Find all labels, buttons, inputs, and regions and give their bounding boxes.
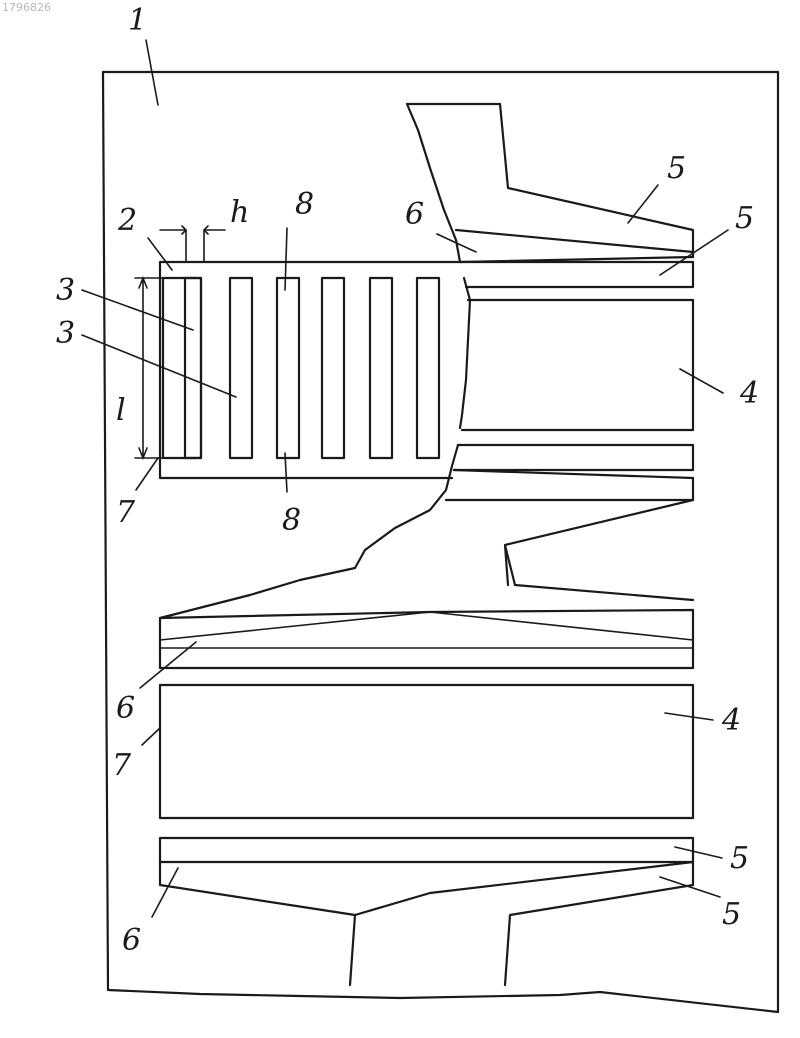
label-6-bottom: 6: [122, 923, 141, 958]
label-3-a: 3: [56, 273, 75, 308]
bar-3: [277, 278, 299, 458]
bar-5: [370, 278, 392, 458]
label-8-bottom: 8: [282, 503, 301, 538]
label-5-d: 5: [722, 897, 741, 932]
tooth-bottom-lower: [160, 862, 693, 985]
bar-1: [163, 278, 201, 458]
label-2: 2: [117, 203, 137, 238]
label-5-a: 5: [667, 151, 686, 186]
label-3-b: 3: [56, 316, 75, 351]
middle-notch: [505, 500, 693, 600]
tooth-bottom: [160, 838, 693, 862]
label-4-bottom: 4: [721, 703, 741, 738]
label-l: l: [116, 393, 126, 428]
label-7-mid: 7: [112, 748, 132, 783]
label-7-top: 7: [116, 495, 136, 530]
label-8-top: 8: [295, 187, 314, 222]
dimension-h: [160, 226, 225, 262]
bar-4: [322, 278, 344, 458]
slot-lower: [160, 685, 693, 818]
tooth-top-lower: [460, 262, 693, 287]
upper-break-line: [160, 104, 693, 618]
label-6-mid: 6: [116, 691, 135, 726]
tooth-middle: [160, 610, 693, 668]
tooth-mid-lower: [446, 470, 693, 500]
label-4-top: 4: [739, 376, 759, 411]
sample-block: [160, 262, 460, 478]
sheet-outline: [103, 72, 778, 1012]
slot-upper: [462, 300, 693, 430]
bar-1-inner: [185, 278, 201, 458]
bar-2: [230, 278, 252, 458]
tooth-top-upper: [456, 230, 693, 262]
label-6-top: 6: [405, 197, 424, 232]
label-5-b: 5: [735, 201, 754, 236]
tooth-mid-upper: [454, 445, 693, 470]
label-h: h: [230, 195, 249, 230]
annotation-text: 1796826: [2, 1, 51, 14]
label-5-c: 5: [730, 841, 749, 876]
label-1: 1: [128, 3, 147, 38]
tooth-middle-divider: [160, 612, 693, 648]
dimension-l: [135, 278, 163, 458]
bar-6: [417, 278, 439, 458]
